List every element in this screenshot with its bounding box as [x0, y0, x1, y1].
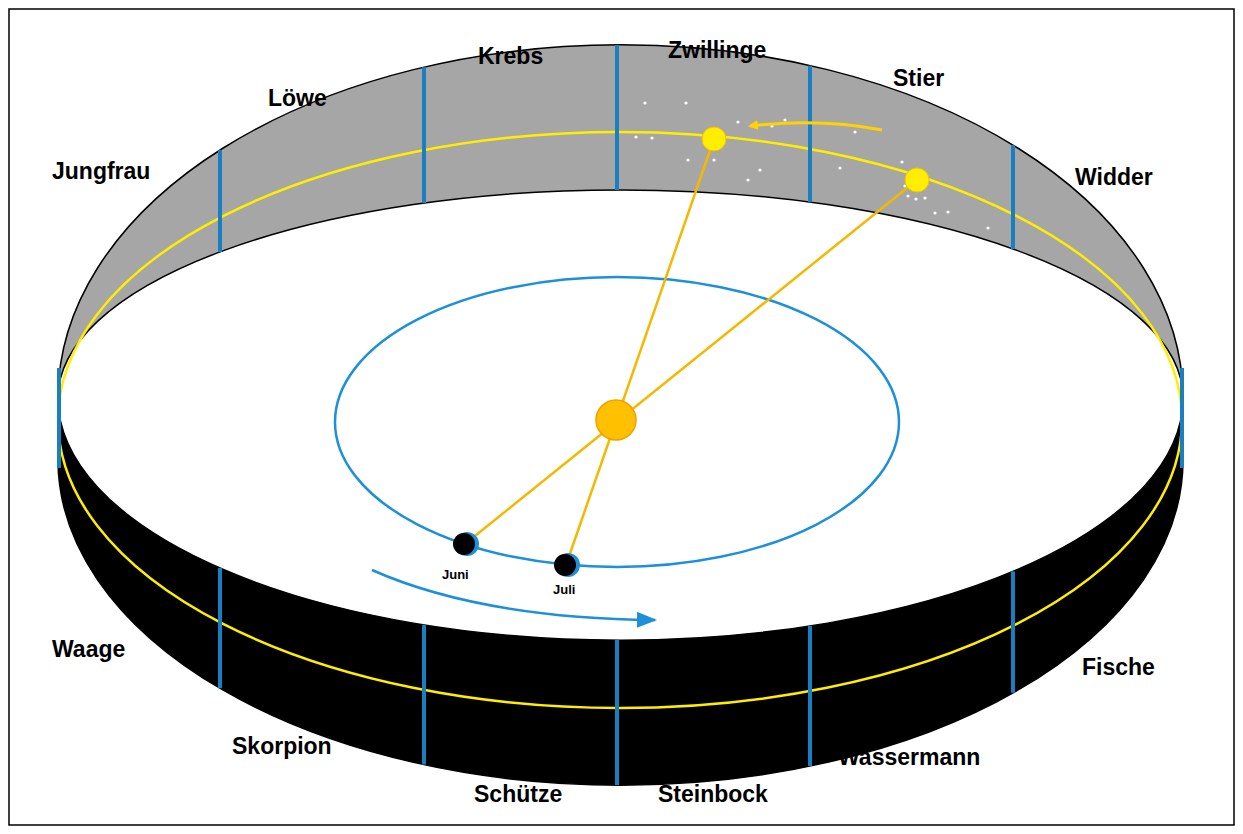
star: [712, 158, 715, 161]
divider: [1011, 571, 1015, 692]
zodiac-label: Stier: [893, 67, 944, 90]
ecliptic: [58, 132, 1182, 708]
star: [900, 160, 903, 163]
star: [933, 211, 936, 214]
earth: [554, 554, 576, 576]
zodiac-label: Skorpion: [232, 735, 332, 758]
star: [946, 210, 949, 213]
zodiac-label: Jungfrau: [52, 160, 150, 183]
star: [736, 120, 739, 123]
star: [853, 130, 856, 133]
zodiac-label: Löwe: [268, 87, 327, 110]
back-wall: [58, 45, 1183, 398]
earth-orbit: [335, 277, 899, 567]
sight-line: [566, 139, 714, 565]
star: [923, 196, 926, 199]
star: [643, 101, 646, 104]
sun-motion-arrow: [750, 123, 882, 130]
star: [746, 178, 749, 181]
star: [906, 194, 909, 197]
star: [650, 136, 653, 139]
star: [686, 158, 689, 161]
zodiac-label: Krebs: [478, 45, 543, 68]
sun: [596, 400, 636, 440]
frame: [9, 9, 1234, 825]
star: [783, 118, 786, 121]
divider: [218, 150, 222, 252]
star: [684, 101, 687, 104]
divider: [808, 626, 812, 766]
divider: [218, 568, 222, 688]
zodiac-label: Steinbock: [658, 783, 768, 806]
sun-image: [905, 168, 929, 192]
divider: [422, 625, 426, 765]
zodiac-label: Schütze: [474, 783, 562, 806]
star: [986, 226, 989, 229]
front-wall: [58, 398, 1183, 785]
divider: [615, 640, 619, 785]
zodiac-label: Waage: [52, 638, 125, 661]
earth-motion-arrow: [372, 570, 655, 620]
sign-dividers: [59, 45, 1182, 785]
month-label: Juli: [553, 583, 575, 596]
divider: [1180, 368, 1184, 468]
month-label: Juni: [442, 568, 469, 581]
zodiac-label: Wassermann: [838, 746, 980, 769]
zodiac-label: Zwillinge: [668, 39, 766, 62]
sun-image: [702, 127, 726, 151]
divider: [57, 368, 61, 468]
divider: [422, 67, 426, 203]
star: [838, 166, 841, 169]
zodiac-label: Fische: [1082, 656, 1155, 679]
sight-line: [465, 180, 917, 544]
star: [634, 135, 637, 138]
star: [914, 197, 917, 200]
zodiac-label: Widder: [1075, 166, 1153, 189]
divider: [808, 66, 812, 203]
star: [758, 168, 761, 171]
earth: [453, 533, 475, 555]
divider: [615, 45, 619, 190]
divider: [1011, 145, 1015, 249]
